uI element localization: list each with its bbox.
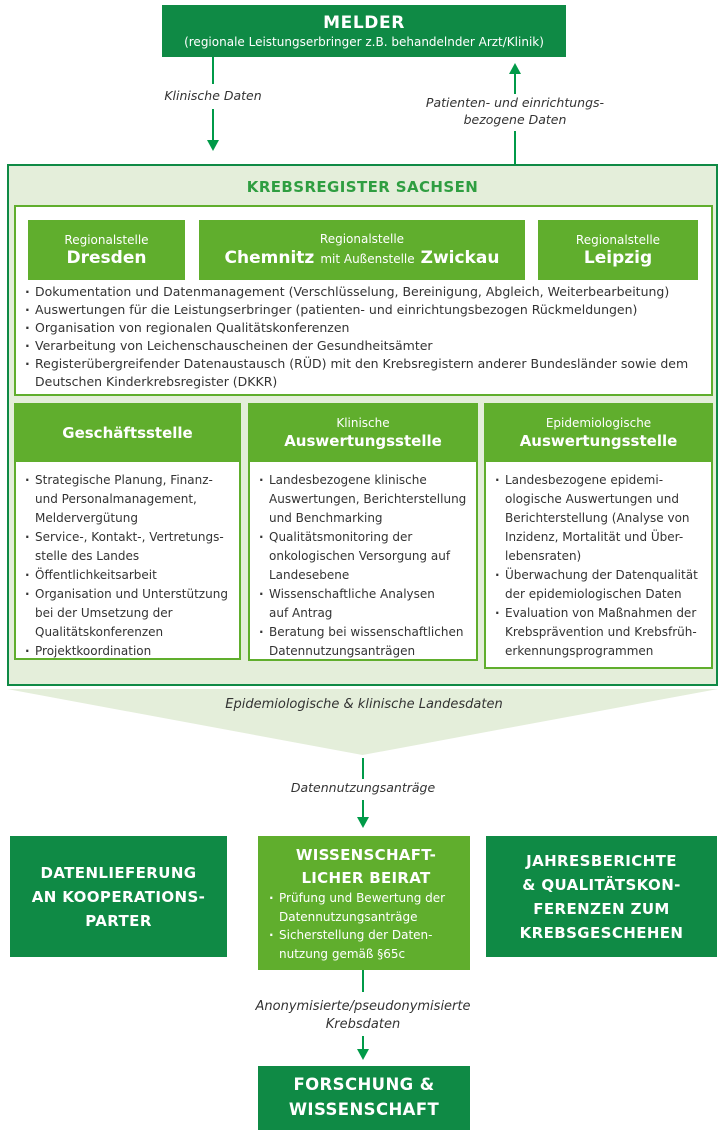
patient-data-arrow-line	[514, 74, 516, 94]
patient-data-label: Patienten- und einrichtungs- bezogene Da…	[425, 95, 605, 127]
dept-header: Geschäftsstelle	[16, 405, 239, 462]
regionalstelle-label: Regionalstelle	[64, 232, 149, 247]
dept-item: Organisation und Unterstützung bei der U…	[24, 585, 235, 642]
dept-header-title: Auswertungsstelle	[519, 431, 678, 450]
anonym-label: Anonymisierte/pseudonymisierte Krebsdate…	[255, 999, 471, 1032]
clinical-data-arrow-line	[212, 57, 214, 84]
dept-item-list: Strategische Planung, Finanz- und Person…	[24, 471, 235, 661]
arrow-down-icon	[207, 140, 219, 151]
dept-item: Service-, Kontakt-, Vertretungs- stelle …	[24, 528, 235, 566]
dept-item: Beratung bei wissenschaftlichen Datennut…	[258, 623, 472, 661]
dept-header-title: Geschäftsstelle	[62, 423, 193, 442]
anonym-arrow-line	[362, 1036, 364, 1049]
dept-klinische-auswertungsstelle: Klinische Auswertungsstelle Landesbezoge…	[248, 403, 478, 661]
datennutzung-arrow-line	[362, 758, 364, 779]
task-item: Organisation von regionalen Qualitätskon…	[24, 319, 702, 337]
beirat-item: Sicherstellung der Daten- nutzung gemäß …	[268, 926, 464, 963]
dept-item-list: Landesbezogene epidemi- ologische Auswer…	[494, 471, 707, 661]
melder-title: MELDER	[323, 13, 405, 33]
forschung-box: FORSCHUNG & WISSENSCHAFT	[258, 1066, 470, 1130]
dept-item: Öffentlichkeitsarbeit	[24, 566, 235, 585]
dept-item: Überwachung der Datenqualität der epidem…	[494, 566, 707, 604]
regionalstelle-city: Leipzig	[583, 247, 653, 268]
dept-header: Klinische Auswertungsstelle	[250, 405, 476, 462]
dept-item: Landesbezogene klinische Auswertungen, B…	[258, 471, 472, 528]
regionalstelle-chemnitz: Regionalstelle Chemnitz mit Außenstelle …	[199, 220, 525, 280]
datennutzung-label: Datennutzungsanträge	[290, 780, 436, 795]
beirat-item: Prüfung und Bewertung der Datennutzungsa…	[268, 889, 464, 926]
dept-item: Evaluation von Maßnahmen der Krebspräven…	[494, 604, 707, 661]
arrow-down-icon	[357, 1049, 369, 1060]
task-item: Dokumentation und Datenmanagement (Versc…	[24, 283, 702, 301]
jahresberichte-title: JAHRESBERICHTE & QUALITÄTSKON- FERENZEN …	[519, 851, 684, 942]
jahresberichte-box: JAHRESBERICHTE & QUALITÄTSKON- FERENZEN …	[486, 836, 717, 957]
dept-item: Projektkoordination	[24, 642, 235, 661]
regionalstelle-city: Dresden	[66, 247, 147, 268]
melder-box: MELDER (regionale Leistungserbringer z.B…	[162, 5, 566, 57]
melder-subtitle: (regionale Leistungserbringer z.B. behan…	[184, 35, 544, 49]
task-item: Registerübergreifender Datenaustausch (R…	[24, 355, 702, 391]
regionalstelle-branch: Zwickau	[420, 248, 500, 268]
regionalstelle-label: Regionalstelle	[319, 232, 405, 246]
regionalstelle-label: Regionalstelle	[575, 232, 661, 247]
arrow-down-icon	[357, 817, 369, 828]
clinical-data-arrow-line	[212, 109, 214, 140]
register-task-list: Dokumentation und Datenmanagement (Versc…	[24, 283, 702, 391]
datenlieferung-title: DATENLIEFERUNG AN KOOPERATIONS- PARTER	[31, 863, 206, 930]
datenlieferung-box: DATENLIEFERUNG AN KOOPERATIONS- PARTER	[10, 836, 227, 957]
dept-header: Epidemiologische Auswertungsstelle	[486, 405, 711, 462]
krebsregister-container: KREBSREGISTER SACHSEN Regionalstelle Dre…	[7, 164, 718, 686]
dept-epidemiologische-auswertungsstelle: Epidemiologische Auswertungsstelle Lande…	[484, 403, 713, 669]
regionalstellen-panel: Regionalstelle Dresden Regionalstelle Ch…	[14, 205, 713, 396]
dept-item: Qualitätsmonitoring der onkologischen Ve…	[258, 528, 472, 585]
task-item: Verarbeitung von Leichenschauscheinen de…	[24, 337, 702, 355]
forschung-title: FORSCHUNG & WISSENSCHAFT	[288, 1075, 440, 1119]
dept-header-title: Auswertungsstelle	[284, 431, 442, 450]
anonym-arrow-line	[362, 970, 364, 992]
dept-geschaeftsstelle: Geschäftsstelle Strategische Planung, Fi…	[14, 403, 241, 660]
wissenschaftlicher-beirat-box: WISSENSCHAFT- LICHER BEIRAT Prüfung und …	[258, 836, 470, 970]
regionalstelle-connector: mit Außenstelle	[320, 252, 415, 266]
dept-header-small: Klinische	[336, 415, 390, 430]
dept-header-small: Epidemiologische	[545, 415, 652, 430]
clinical-data-label: Klinische Daten	[164, 88, 262, 103]
dept-item-list: Landesbezogene klinische Auswertungen, B…	[258, 471, 472, 661]
regionalstelle-dresden: Regionalstelle Dresden	[28, 220, 185, 280]
regionalstelle-leipzig: Regionalstelle Leipzig	[538, 220, 698, 280]
patient-data-arrow-line	[514, 131, 516, 164]
dept-item: Landesbezogene epidemi- ologische Auswer…	[494, 471, 707, 566]
beirat-item-list: Prüfung und Bewertung der Datennutzungsa…	[268, 889, 464, 963]
krebsregister-title: KREBSREGISTER SACHSEN	[246, 178, 479, 196]
landesdaten-label: Epidemiologische & klinische Landesdaten	[225, 697, 503, 712]
beirat-title: WISSENSCHAFT- LICHER BEIRAT	[295, 846, 437, 887]
dept-item: Wissenschaftliche Analysen auf Antrag	[258, 585, 472, 623]
dept-item: Strategische Planung, Finanz- und Person…	[24, 471, 235, 528]
regionalstelle-city: Chemnitz	[224, 248, 315, 268]
datennutzung-arrow-line	[362, 800, 364, 817]
arrow-up-icon	[509, 63, 521, 74]
task-item: Auswertungen für die Leistungserbringer …	[24, 301, 702, 319]
